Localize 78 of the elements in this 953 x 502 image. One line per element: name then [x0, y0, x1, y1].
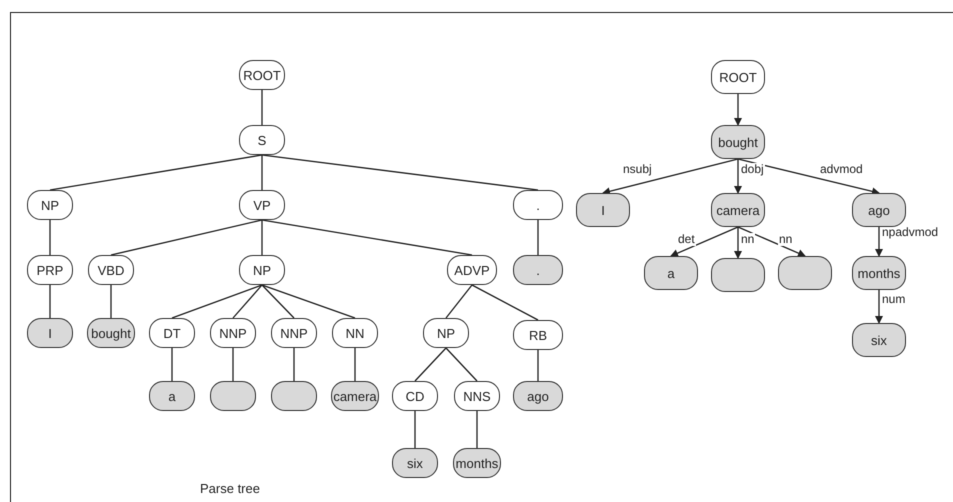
- word-node: a: [149, 381, 195, 411]
- word-node: six: [852, 323, 906, 357]
- tag-node: S: [239, 125, 285, 155]
- arrow: [734, 227, 742, 259]
- tree-line: [172, 284, 262, 319]
- word-node: [210, 381, 256, 411]
- tree-line: [262, 219, 472, 256]
- tree-line: [262, 154, 538, 191]
- tag-node: NNP: [210, 318, 256, 348]
- tree-line: [354, 348, 356, 381]
- tree-line: [171, 348, 173, 381]
- edge-label: advmod: [819, 163, 864, 176]
- word-node: [271, 381, 317, 411]
- tree-line: [262, 284, 294, 318]
- word-node: ago: [852, 193, 906, 227]
- tree-line: [537, 220, 539, 255]
- arrow: [738, 158, 880, 196]
- arrow: [875, 227, 883, 257]
- tree-line: [232, 284, 262, 318]
- tag-node: ROOT: [239, 60, 285, 90]
- edge-label: det: [677, 233, 696, 246]
- edge-label: dobj: [740, 163, 765, 176]
- word-node: [711, 258, 765, 292]
- tree-line: [261, 220, 263, 255]
- tree-line: [445, 284, 473, 318]
- edge-label: nsubj: [622, 163, 653, 176]
- word-node: months: [852, 256, 906, 290]
- caption-text: Parse tree: [200, 481, 260, 496]
- tree-line: [262, 284, 356, 319]
- arrow: [670, 226, 738, 257]
- tag-node: VP: [239, 190, 285, 220]
- tree-line: [472, 284, 538, 321]
- tree-line: [110, 219, 262, 256]
- word-node: I: [27, 318, 73, 348]
- tag-node: NN: [332, 318, 378, 348]
- word-node: bought: [711, 125, 765, 159]
- word-node: bought: [87, 318, 135, 348]
- tag-node: PRP: [27, 255, 73, 285]
- tree-line: [110, 285, 112, 318]
- tree-line: [414, 348, 446, 382]
- tree-line: [49, 220, 51, 255]
- tree-line: [293, 348, 295, 381]
- tag-node: NP: [239, 255, 285, 285]
- tree-line: [414, 411, 416, 448]
- tag-node: VBD: [88, 255, 134, 285]
- arrow: [602, 158, 738, 196]
- tag-node: CD: [392, 381, 438, 411]
- tree-line: [50, 154, 262, 191]
- word-node: ago: [513, 381, 563, 411]
- word-node: camera: [711, 193, 765, 227]
- tag-node: ROOT: [711, 60, 765, 94]
- tree-line: [232, 348, 234, 381]
- word-node: [778, 256, 832, 290]
- tree-line: [261, 90, 263, 125]
- word-node: camera: [331, 381, 379, 411]
- word-node: I: [576, 193, 630, 227]
- arrow: [734, 94, 742, 126]
- arrow: [734, 159, 742, 194]
- tree-line: [261, 155, 263, 190]
- word-node: a: [644, 256, 698, 290]
- tag-node: NP: [27, 190, 73, 220]
- tag-node: DT: [149, 318, 195, 348]
- tag-node: .: [513, 190, 563, 220]
- tag-node: RB: [513, 320, 563, 350]
- word-node: six: [392, 448, 438, 478]
- arrow: [738, 226, 806, 257]
- tree-line: [537, 350, 539, 381]
- edge-label: npadvmod: [881, 226, 940, 240]
- tag-node: ADVP: [447, 255, 497, 285]
- arrow: [875, 290, 883, 324]
- word-node: months: [453, 448, 501, 478]
- tree-line: [476, 411, 478, 448]
- tree-line: [49, 285, 51, 318]
- tree-line: [446, 348, 478, 382]
- tag-node: NP: [423, 318, 469, 348]
- tag-node: NNS: [454, 381, 500, 411]
- tag-node: NNP: [271, 318, 317, 348]
- word-node: .: [513, 255, 563, 285]
